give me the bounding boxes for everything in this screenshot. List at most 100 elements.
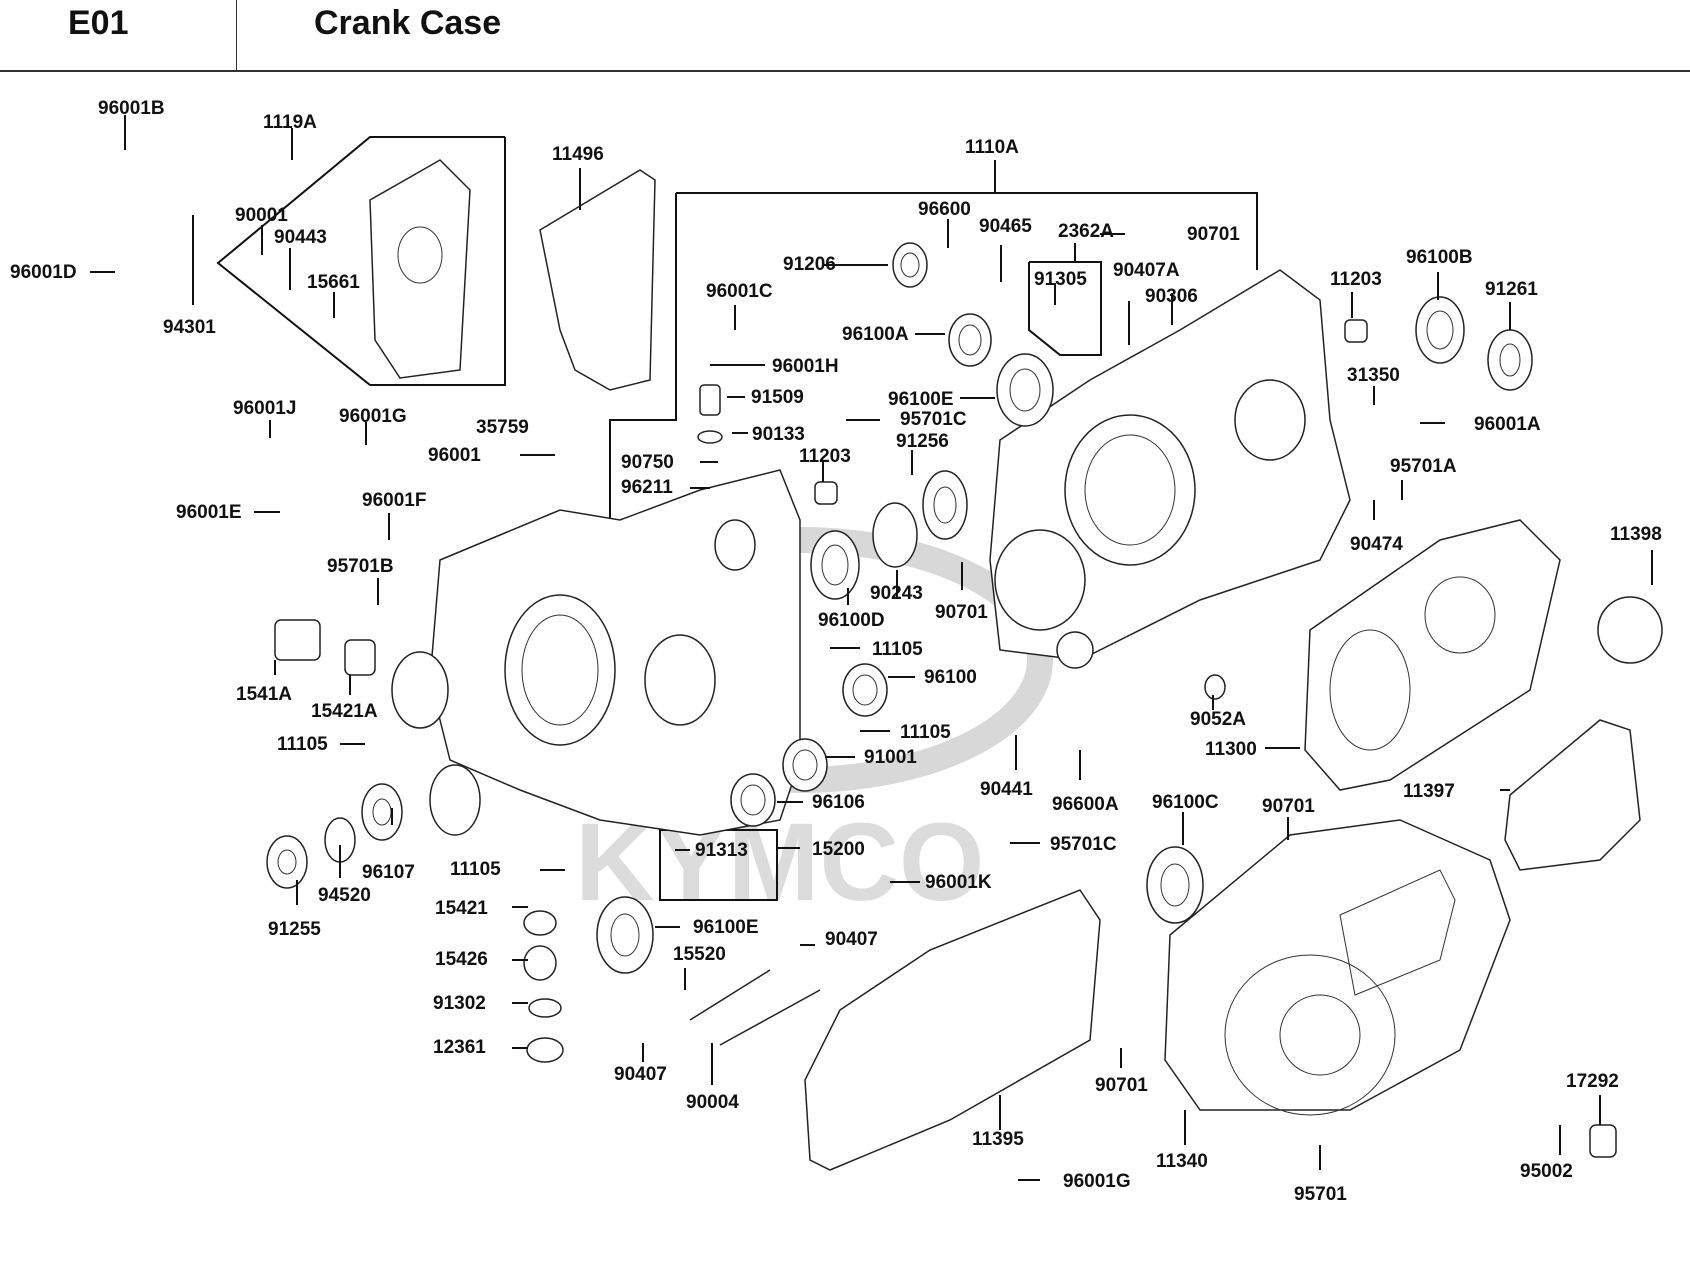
label-1110A: 1110A: [965, 137, 1019, 158]
diagram-header: E01 Crank Case: [0, 0, 1690, 72]
label-95701C-bottom: 95701C: [1050, 834, 1117, 855]
bearings: [266, 242, 1533, 974]
label-11397: 11397: [1403, 781, 1455, 802]
group-box-1110A: [676, 192, 1258, 270]
leader-lines: [90, 115, 1653, 1181]
label-1119A: 1119A: [263, 112, 317, 133]
label-91255: 91255: [268, 919, 321, 940]
label-91256: 91256: [896, 431, 949, 452]
left-crankcase: [391, 469, 801, 836]
label-31350: 31350: [1347, 365, 1400, 386]
label-35759: 35759: [476, 417, 529, 438]
label-91001: 91001: [864, 747, 917, 768]
right-crankcase: [989, 269, 1351, 669]
group-box-2362A: [1028, 261, 1102, 356]
label-96100C: 96100C: [1152, 792, 1219, 813]
section-title: Crank Case: [314, 4, 502, 42]
label-90701-mid: 90701: [935, 602, 988, 623]
label-11105-a: 11105: [872, 639, 923, 660]
label-1541A: 1541A: [236, 684, 292, 705]
group-box-1119A: [216, 136, 506, 386]
label-11203-left: 11203: [799, 446, 851, 467]
label-96100E-top: 96100E: [888, 389, 954, 410]
label-15421: 15421: [435, 898, 488, 919]
label-96001A: 96001A: [1474, 414, 1541, 435]
label-15661: 15661: [307, 272, 360, 293]
label-90004: 90004: [686, 1092, 739, 1113]
label-11398: 11398: [1610, 524, 1662, 545]
label-96001C: 96001C: [706, 281, 773, 302]
section-code: E01: [68, 4, 129, 42]
label-91305: 91305: [1034, 269, 1087, 290]
label-96100: 96100: [924, 667, 977, 688]
label-90750: 90750: [621, 452, 674, 473]
label-96001D: 96001D: [10, 262, 77, 283]
label-11496: 11496: [552, 144, 604, 165]
label-96100B: 96100B: [1406, 247, 1473, 268]
label-17292: 17292: [1566, 1071, 1619, 1092]
label-2362A: 2362A: [1058, 221, 1114, 242]
crankcase-cover-11340: [1164, 819, 1511, 1116]
label-90701-bottom: 90701: [1095, 1075, 1148, 1096]
label-15520: 15520: [673, 944, 726, 965]
label-96001H: 96001H: [772, 356, 839, 377]
label-96100E-bottom: 96100E: [693, 917, 759, 938]
label-96100A: 96100A: [842, 324, 909, 345]
label-96001B: 96001B: [98, 98, 165, 119]
label-91509: 91509: [751, 387, 804, 408]
label-90465: 90465: [979, 216, 1032, 237]
label-96001: 96001: [428, 445, 481, 466]
label-90306: 90306: [1145, 286, 1198, 307]
label-90701-right: 90701: [1262, 796, 1315, 817]
label-96211: 96211: [621, 477, 673, 498]
gasket-11398: [1597, 596, 1663, 664]
label-90474: 90474: [1350, 534, 1403, 555]
part-labels: 96001B 1119A 90001 90443 15661 96001D 94…: [10, 98, 1662, 1205]
label-96600: 96600: [918, 199, 971, 220]
label-95701B: 95701B: [327, 556, 394, 577]
label-90243: 90243: [870, 583, 923, 604]
label-91206: 91206: [783, 254, 836, 275]
label-90001: 90001: [235, 205, 288, 226]
label-90133: 90133: [752, 424, 805, 445]
label-15200: 15200: [812, 839, 865, 860]
label-91261: 91261: [1485, 279, 1538, 300]
label-95701: 95701: [1294, 1184, 1347, 1205]
label-11105-d: 11105: [450, 859, 501, 880]
label-90701-top: 90701: [1187, 224, 1240, 245]
gasket-11397: [1504, 719, 1641, 871]
label-96107: 96107: [362, 862, 415, 883]
label-94301: 94301: [163, 317, 216, 338]
label-95002: 95002: [1520, 1161, 1573, 1182]
label-11395: 11395: [972, 1129, 1024, 1150]
label-11300: 11300: [1205, 739, 1257, 760]
label-9052A: 9052A: [1190, 709, 1246, 730]
label-91302: 91302: [433, 993, 486, 1014]
label-15426: 15426: [435, 949, 488, 970]
label-94520: 94520: [318, 885, 371, 906]
side-cover-1119A: [369, 159, 471, 379]
label-95701C-top: 95701C: [900, 409, 967, 430]
label-90443: 90443: [274, 227, 327, 248]
label-96001G-left: 96001G: [339, 406, 407, 427]
label-90441: 90441: [980, 779, 1033, 800]
label-96001F: 96001F: [362, 490, 426, 511]
label-90407-right: 90407: [825, 929, 878, 950]
label-96001E: 96001E: [176, 502, 242, 523]
label-11105-c: 11105: [277, 734, 328, 755]
label-90407A: 90407A: [1113, 260, 1180, 281]
label-11340: 11340: [1156, 1151, 1208, 1172]
label-96106: 96106: [812, 792, 865, 813]
label-90407-left: 90407: [614, 1064, 667, 1085]
small-parts: [274, 319, 1617, 1158]
label-96001J: 96001J: [233, 398, 296, 419]
label-96001K: 96001K: [925, 872, 992, 893]
label-96100D: 96100D: [818, 610, 885, 631]
label-11105-b: 11105: [900, 722, 951, 743]
gasket-11496: [539, 169, 656, 391]
clutch-cover-11300: [1304, 519, 1561, 791]
gasket-11395: [804, 889, 1101, 1171]
label-15421A: 15421A: [311, 701, 378, 722]
label-11203-right: 11203: [1330, 269, 1382, 290]
